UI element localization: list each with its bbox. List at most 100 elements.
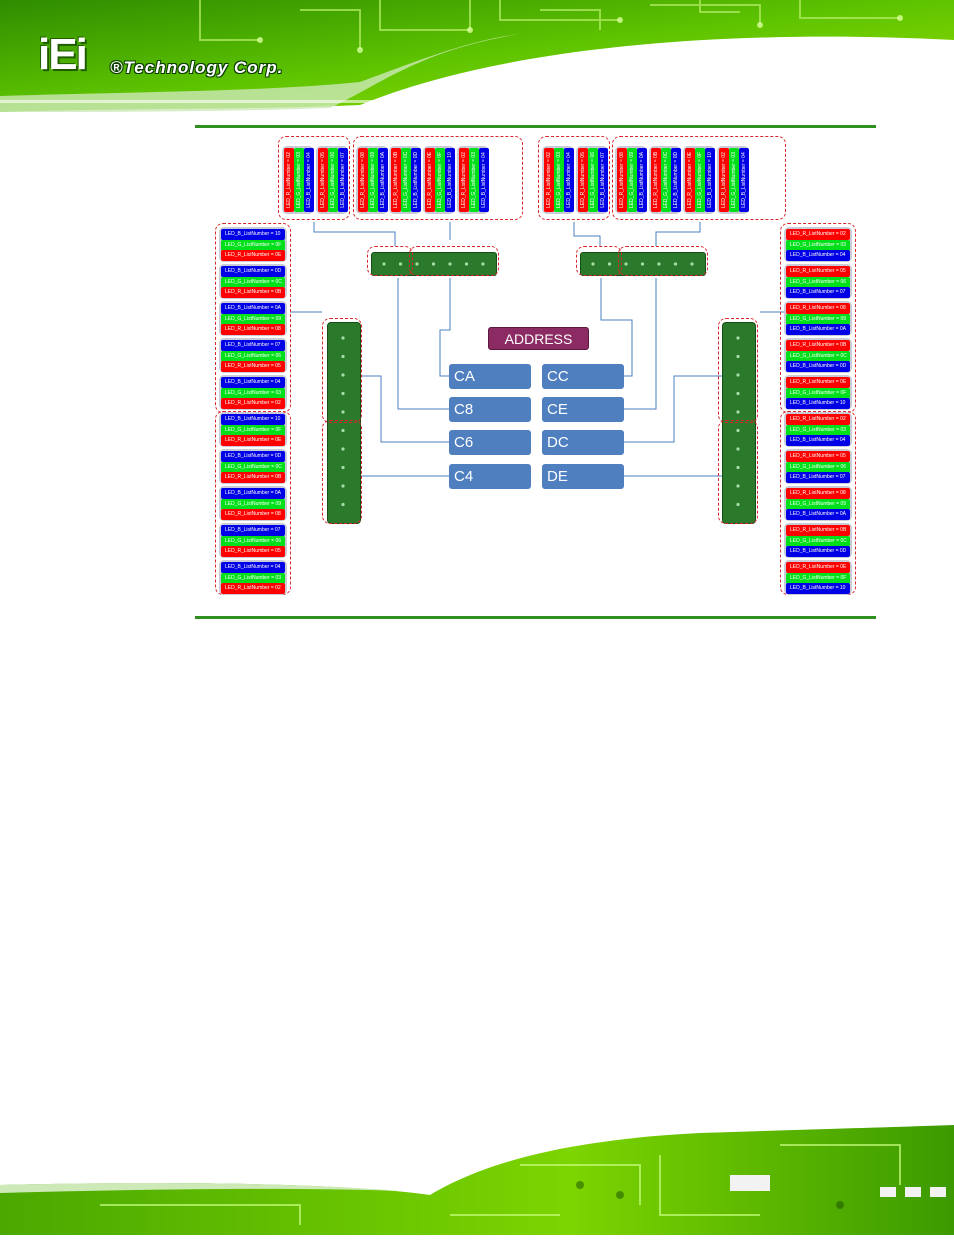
led-dot [736, 465, 740, 470]
address-title: ADDRESS [488, 327, 589, 350]
left-board-upper-outline [322, 318, 362, 423]
led-list-label: LED_R_ListNumber = 05 [578, 148, 588, 212]
led-list-label: LED_B_ListNumber = 0D [411, 148, 421, 212]
top-right-board-outline-a [576, 246, 622, 276]
led-list-label: LED_B_ListNumber = 04 [479, 148, 489, 212]
led-list-label: LED_G_ListNumber = 09 [221, 498, 285, 510]
led-list-label: LED_G_ListNumber = 03 [221, 572, 285, 584]
led-list-label: LED_R_ListNumber = 0B [651, 148, 661, 212]
led-list-label: LED_B_ListNumber = 10 [786, 398, 850, 409]
led-list-label: LED_R_ListNumber = 0E [221, 250, 285, 261]
address-box-ce: CE [542, 397, 624, 422]
led-list-label: LED_G_ListNumber = 03 [221, 387, 285, 399]
led-list-label: LED_B_ListNumber = 04 [221, 562, 285, 573]
led-dot [736, 391, 740, 396]
led-list-label: LED_G_ListNumber = 0F [786, 572, 850, 584]
led-list-label: LED_B_ListNumber = 10 [705, 148, 715, 212]
led-list-label: LED_R_ListNumber = 05 [221, 361, 285, 372]
led-list-label: LED_B_ListNumber = 04 [564, 148, 574, 212]
led-list-label: LED_G_ListNumber = 06 [328, 148, 338, 212]
led-list-label: LED_B_ListNumber = 0A [221, 488, 285, 499]
led-list-label: LED_B_ListNumber = 10 [221, 229, 285, 240]
led-list-label: LED_R_ListNumber = 05 [221, 546, 285, 557]
led-list-label: LED_G_ListNumber = 03 [294, 148, 304, 212]
led-list-label: LED_B_ListNumber = 0A [637, 148, 647, 212]
led-list-label: LED_G_ListNumber = 0F [435, 148, 445, 212]
led-list-label: LED_R_ListNumber = 02 [786, 414, 850, 425]
top-left-group-outline-a [278, 136, 350, 220]
led-list-label: LED_R_ListNumber = 0B [391, 148, 401, 212]
led-list-label: LED_G_ListNumber = 0F [695, 148, 705, 212]
led-dot [736, 373, 740, 377]
top-rule [195, 125, 876, 128]
top-left-board-outline-a [367, 246, 413, 276]
led-list-label: LED_G_ListNumber = 0C [401, 148, 411, 212]
wire-c6 [359, 375, 449, 443]
led-list-label: LED_B_ListNumber = 0D [786, 361, 850, 372]
led-list-label: LED_R_ListNumber = 0E [425, 148, 435, 212]
led-list-label: LED_R_ListNumber = 08 [617, 148, 627, 212]
led-list-label: LED_R_ListNumber = 05 [786, 266, 850, 277]
led-list-label: LED_B_ListNumber = 10 [221, 414, 285, 425]
led-list-label: LED_R_ListNumber = 02 [221, 583, 285, 594]
led-list-label: LED_R_ListNumber = 02 [284, 148, 294, 212]
led-list-label: LED_R_ListNumber = 0B [786, 340, 850, 351]
led-dot [431, 262, 436, 266]
led-list-label: LED_G_ListNumber = 09 [368, 148, 378, 212]
led-list-label: LED_G_ListNumber = 0F [786, 387, 850, 399]
right-board-lower-outline [718, 420, 758, 524]
top-left-group-outline-b [353, 136, 523, 220]
led-list-label: LED_G_ListNumber = 06 [786, 276, 850, 288]
address-box-c6: C6 [449, 430, 531, 455]
wire-top-left-a [313, 222, 396, 246]
led-list-label: LED_G_ListNumber = 06 [786, 461, 850, 473]
wire-dc [624, 375, 722, 443]
led-dot [591, 262, 595, 266]
address-box-c4: C4 [449, 464, 531, 489]
led-list-label: LED_R_ListNumber = 02 [719, 148, 729, 212]
page-footer [0, 1125, 954, 1235]
right-board-upper-outline [718, 318, 758, 423]
address-box-cc: CC [542, 364, 624, 389]
led-list-label: LED_G_ListNumber = 09 [627, 148, 637, 212]
wire-top-right-b [655, 222, 701, 246]
address-box-dc: DC [542, 430, 624, 455]
led-dot [690, 262, 694, 266]
led-list-label: LED_G_ListNumber = 06 [221, 535, 285, 547]
page-header: iEi ®Technology Corp. [0, 0, 954, 115]
led-list-label: LED_R_ListNumber = 02 [221, 398, 285, 409]
wire-top-right-a [573, 222, 601, 246]
wire-ca [439, 278, 451, 377]
wire-cc [600, 278, 633, 377]
led-dot [341, 447, 345, 451]
led-list-label: LED_G_ListNumber = 03 [729, 148, 739, 212]
led-list-label: LED_G_ListNumber = 0C [221, 461, 285, 473]
top-right-group-outline-b [612, 136, 786, 220]
led-dot [736, 336, 740, 340]
led-list-label: LED_B_ListNumber = 04 [221, 377, 285, 388]
led-dot [398, 262, 403, 266]
led-dot [341, 465, 345, 470]
led-list-label: LED_G_ListNumber = 09 [786, 313, 850, 325]
led-list-label: LED_R_ListNumber = 0E [685, 148, 695, 212]
led-list-label: LED_B_ListNumber = 07 [786, 472, 850, 483]
led-list-label: LED_G_ListNumber = 0F [221, 424, 285, 436]
led-dot [607, 262, 612, 266]
led-dot [736, 484, 740, 488]
led-list-label: LED_R_ListNumber = 08 [786, 303, 850, 314]
led-dot [341, 484, 345, 488]
led-list-label: LED_B_ListNumber = 0A [786, 324, 850, 335]
circuit-board-footer [0, 1125, 954, 1235]
led-list-label: LED_R_ListNumber = 08 [221, 324, 285, 335]
led-list-label: LED_R_ListNumber = 0E [221, 435, 285, 446]
led-list-label: LED_G_ListNumber = 03 [469, 148, 479, 212]
wire-c8 [397, 278, 449, 410]
led-dot [736, 354, 740, 359]
led-list-label: LED_R_ListNumber = 02 [786, 229, 850, 240]
led-list-label: LED_R_ListNumber = 02 [544, 148, 554, 212]
led-dot-layer [341, 262, 740, 507]
led-list-label: LED_B_ListNumber = 04 [786, 250, 850, 261]
led-list-label: LED_R_ListNumber = 0E [786, 562, 850, 573]
led-list-label: LED_G_ListNumber = 0C [786, 535, 850, 547]
wire-ce [624, 278, 657, 410]
